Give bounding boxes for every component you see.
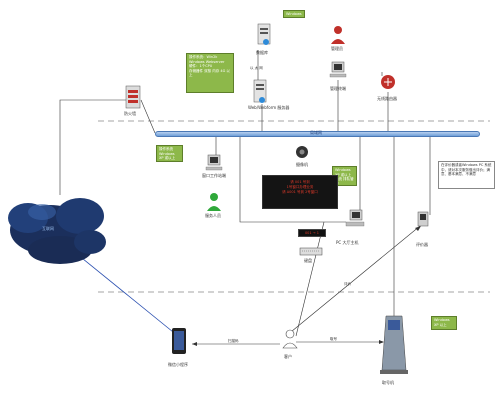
keyboard-label: 键盘 (304, 258, 312, 263)
kiosk-note: Windows XP 以上 (431, 316, 457, 330)
client-note: Windows XP 或以上系统 排队管理 (332, 166, 357, 186)
connectors (59, 50, 431, 345)
client-pc-label: PC 大厅主机 (336, 240, 359, 245)
staff-person-icon (207, 193, 221, 211)
call-display-screen: 请 001 号到 1号窗口办理业务 请 A001 号到 2号窗口 (262, 175, 338, 209)
evaluator-label: 评价器 (416, 242, 428, 247)
db-server-icon (257, 23, 271, 45)
phone-link-label: 扫描码 (228, 339, 239, 343)
camera-label: 摄像机 (296, 162, 308, 167)
firewall-label: 防火墙 (124, 111, 136, 116)
server-link-label: 以 太 网 (250, 66, 263, 70)
customer-label: 客户 (284, 354, 292, 359)
web-note: 操作系统：Win2k Windows Webserver 硬件：1个CPU 存储… (186, 53, 234, 93)
kiosk-icon (380, 315, 408, 374)
db-note: Windows (283, 10, 305, 18)
phone-icon (172, 328, 186, 354)
lan-bus (155, 131, 480, 137)
web-server-icon (253, 79, 267, 103)
led-display: 001 → 1 (298, 229, 326, 237)
router-icon (381, 72, 395, 89)
router-label: 无线路由器 (377, 96, 397, 101)
screen-line-1: 请 001 号到 (290, 180, 310, 184)
client-pc-icon (345, 209, 365, 227)
screen-line-3: 请 A001 号到 2号窗口 (282, 190, 318, 194)
db-server-label: 数据库 (256, 50, 268, 55)
evaluator-icon (417, 211, 429, 227)
phone-label: 微信小程序 (168, 362, 188, 367)
kiosk-link-label: 取号 (330, 337, 337, 341)
admin-label: 管理员 (331, 46, 343, 51)
firewall-to-internet-line (59, 99, 128, 195)
staff-label: 服务人员 (205, 213, 221, 218)
customer-icon (282, 329, 298, 349)
internet-label: 互联网 (42, 226, 54, 231)
keyboard-icon (299, 247, 323, 256)
kiosk-label: 取号机 (382, 380, 394, 385)
window-pc-label: 窗口工作站端 (202, 173, 226, 178)
camera-icon (296, 146, 308, 158)
admin-pc-label: 管理终端 (330, 86, 346, 91)
eval-link-label: 评价 (344, 282, 351, 286)
window-note: 操作系统 Windows XP 或以上 (156, 145, 183, 162)
lan-label: 局域网 (310, 130, 322, 135)
admin-person-icon (331, 26, 345, 44)
evaluation-note: 在评价器或者Windows PC 系统中，请对本次服务做出评价；满意、基本满意、… (438, 161, 495, 189)
admin-pc-icon (329, 61, 347, 78)
screen-line-2: 1号窗口办理业务 (286, 185, 314, 189)
window-pc-icon (205, 154, 223, 171)
web-server-label: Web/Webform 服务器 (248, 105, 290, 110)
led-text: 001 → 1 (304, 231, 320, 235)
firewall-icon (125, 85, 141, 109)
internet-cloud (8, 198, 106, 264)
